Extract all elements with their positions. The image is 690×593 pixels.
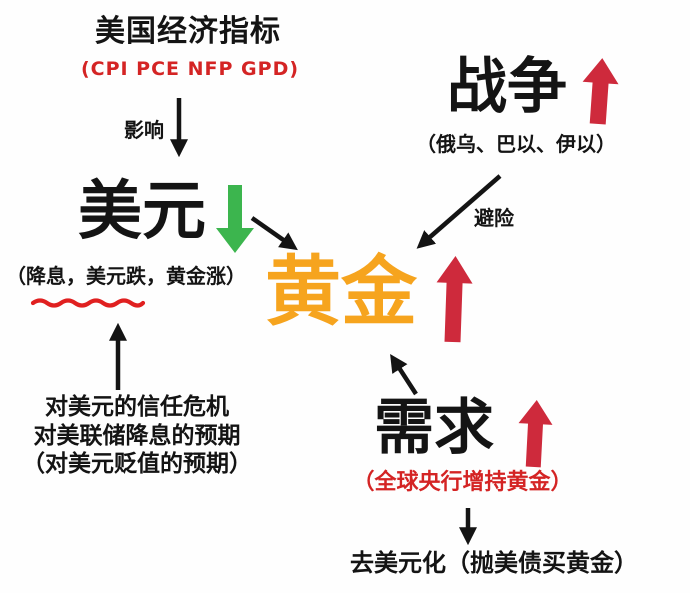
trust-line-3: （对美元贬值的预期） xyxy=(22,451,252,478)
red-up-arrow-demand-icon xyxy=(518,400,553,468)
demand-caption: （全球央行增持黄金） xyxy=(352,470,573,495)
war-node-label: 战争 xyxy=(447,52,567,122)
arrow-war-to-gold xyxy=(416,174,502,249)
arrow-trust-up xyxy=(109,322,127,390)
arrow-usd-to-gold xyxy=(250,216,298,251)
arrow-influence-down xyxy=(170,98,188,158)
red-up-arrow-gold-icon xyxy=(436,256,473,343)
trust-crisis-text-block: 对美元的信任危机 对美联储降息的预期 （对美元贬值的预期） xyxy=(3,393,271,479)
usd-node-label: 美元 xyxy=(78,175,206,249)
arrow-demand-to-gold xyxy=(390,353,418,396)
red-wavy-underline xyxy=(30,298,146,308)
demand-node-label: 需求 xyxy=(374,393,494,463)
dedollarization-label: 去美元化（抛美债买黄金） xyxy=(350,549,638,577)
trust-line-2: 对美联储降息的预期 xyxy=(33,422,241,449)
usd-caption: （降息，美元跌，黄金涨） xyxy=(6,264,246,288)
edge-label-influence: 影响 xyxy=(124,118,164,142)
red-up-arrow-war-icon xyxy=(582,58,619,125)
edge-label-safe-haven: 避险 xyxy=(474,206,514,230)
green-down-arrow-icon xyxy=(216,185,254,253)
us-indicators-title: 美国经济指标 xyxy=(95,14,281,49)
war-caption: （俄乌、巴以、伊以） xyxy=(416,132,616,156)
us-indicators-subtitle: (CPI PCE NFP GPD) xyxy=(80,58,300,80)
gold-node-label: 黄金 xyxy=(265,247,417,336)
trust-line-1: 对美元的信任危机 xyxy=(45,394,229,420)
arrow-demand-down xyxy=(459,508,477,546)
